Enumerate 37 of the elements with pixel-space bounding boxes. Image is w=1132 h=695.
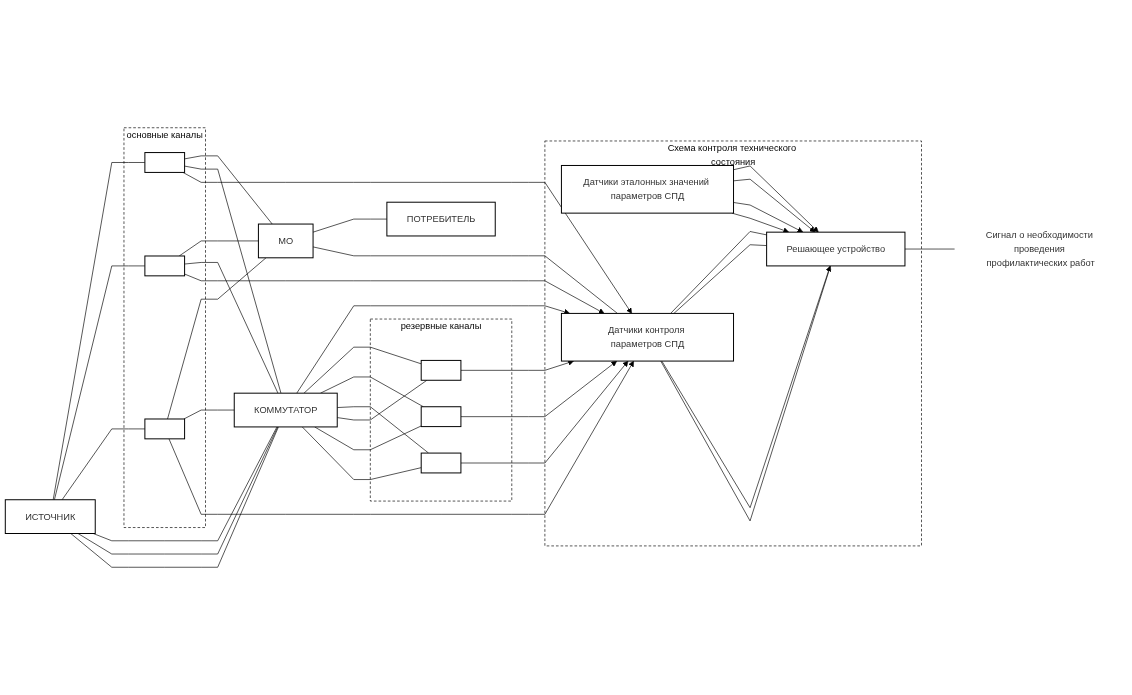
node-box (144, 255, 186, 277)
node-box: Решающее устройство (766, 231, 906, 267)
node-box (144, 152, 186, 173)
connector (673, 244, 767, 314)
connector (184, 155, 273, 225)
connector (670, 231, 767, 314)
node-box: МО (257, 223, 314, 259)
connector (904, 248, 955, 250)
connector (167, 257, 267, 420)
node-box: Датчики контроля параметров СПД (560, 312, 735, 362)
connector (178, 240, 259, 257)
node-text: Сигнал о необходимости проведения профилактических работ (985, 229, 1095, 268)
node-box: Датчики эталонных значений параметров СПД (560, 164, 735, 214)
connector (61, 428, 146, 501)
connector (184, 165, 282, 394)
connector (52, 162, 146, 501)
connector (184, 262, 279, 394)
node-box (144, 418, 186, 440)
node-box (420, 406, 462, 428)
node-box (420, 359, 462, 381)
connector (303, 346, 422, 394)
node-box: ИСТОЧНИК (4, 499, 96, 534)
connector (320, 376, 424, 408)
connector (301, 426, 422, 480)
connector (312, 218, 388, 233)
connector (314, 425, 422, 451)
connector (54, 265, 146, 501)
cluster: резервные каналы (370, 318, 513, 502)
connector (183, 409, 235, 420)
connector (336, 379, 428, 421)
connector (92, 426, 278, 542)
connector (312, 246, 618, 314)
cluster: основные каналы (123, 127, 206, 528)
connector (336, 406, 429, 454)
node-box: ПОТРЕБИТЕЛЬ (386, 201, 496, 237)
node-box (420, 452, 462, 474)
node-box: КОММУТАТОР (233, 392, 338, 428)
